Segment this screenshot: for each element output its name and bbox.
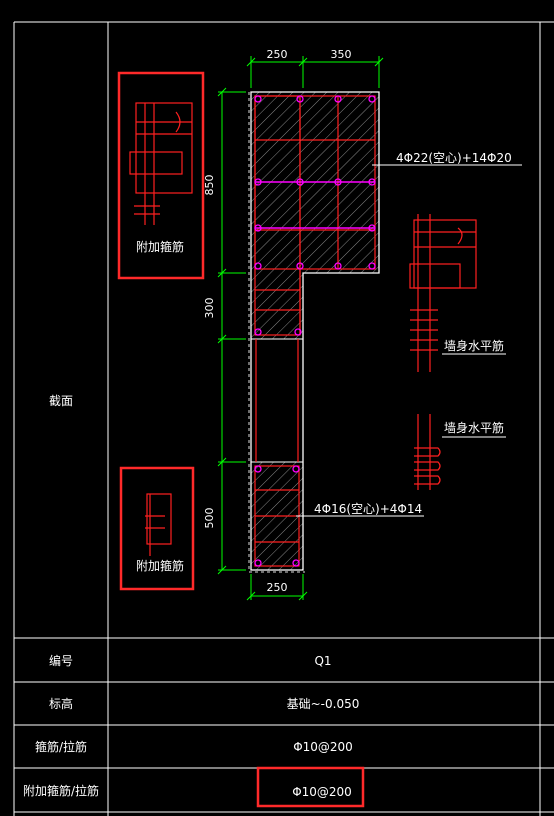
extra-stirrup-bottom-label: 附加箍筋 <box>136 558 184 573</box>
wall-horizontal-label-1: 墙身水平筋 <box>444 338 504 353</box>
row-value-elevation: 基础~-0.050 <box>287 697 360 711</box>
dim-top-left: 250 <box>267 48 288 61</box>
leader-lines <box>296 164 522 517</box>
wall-horizontal-label-2: 墙身水平筋 <box>444 420 504 435</box>
row-value-stirrup: Φ10@200 <box>293 740 353 754</box>
highlight-box-extra-stirrup-value <box>256 766 365 808</box>
extra-stirrup-bottom-sketch <box>145 493 172 556</box>
top-stirrups-pink <box>255 181 375 229</box>
dim-500: 500 <box>203 508 216 529</box>
wall-section <box>248 91 380 573</box>
row-label-extra-stirrup: 附加箍筋/拉筋 <box>23 783 99 798</box>
row-label-elevation: 标高 <box>49 696 73 711</box>
wall-horizontal-detail-1 <box>409 214 477 372</box>
dimension-lines <box>217 56 384 601</box>
row-label-id: 编号 <box>49 653 73 668</box>
highlight-box-extra-stirrup-bottom <box>119 466 195 591</box>
rebar-bottom-note: 4Φ16(空心)+4Φ14 <box>314 502 422 516</box>
rebar-top-note: 4Φ22(空心)+14Φ20 <box>396 151 512 165</box>
highlight-box-extra-stirrup-top <box>117 71 205 280</box>
mid-wall-rebar <box>255 339 299 462</box>
extra-stirrup-top-sketch <box>129 102 193 225</box>
row-label-stirrup: 箍筋/拉筋 <box>35 739 87 754</box>
top-rebar-dots <box>254 95 376 336</box>
row-value-id: Q1 <box>314 654 331 668</box>
dim-300: 300 <box>203 298 216 319</box>
section-label: 截面 <box>49 394 73 408</box>
row-value-extra-stirrup: Φ10@200 <box>292 785 352 799</box>
dim-top-right: 350 <box>331 48 352 61</box>
dim-bottom: 250 <box>267 581 288 594</box>
table-grid <box>13 21 554 816</box>
dim-850: 850 <box>203 175 216 196</box>
wall-horizontal-detail-2 <box>414 414 441 490</box>
extra-stirrup-top-label: 附加箍筋 <box>136 239 184 254</box>
bottom-rebar-dots <box>254 465 300 567</box>
